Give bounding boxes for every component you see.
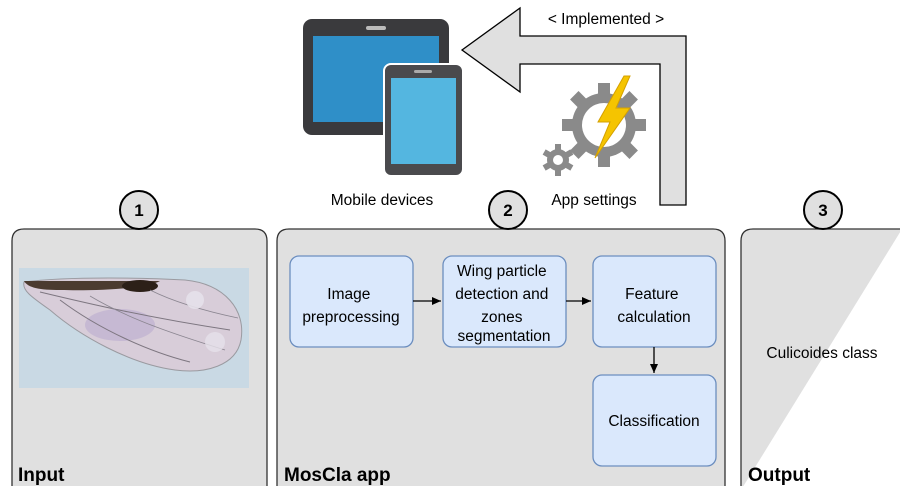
output-panel-title: Output <box>748 465 811 486</box>
culicoides-class-label: Culicoides class <box>766 345 877 362</box>
feature-calculation-label: Feature calculation <box>617 286 690 326</box>
implemented-arrow <box>460 6 687 206</box>
image-preprocessing-label: Image preprocessing <box>302 286 399 326</box>
mobile-devices-icon <box>303 19 464 177</box>
classification-label: Classification <box>608 413 699 430</box>
implemented-label: < Implemented > <box>548 11 664 28</box>
mobile-devices-label: Mobile devices <box>331 192 434 209</box>
app-panel-title: MosCla app <box>284 465 391 486</box>
insect-wing-image <box>19 268 249 388</box>
output-panel <box>740 228 900 486</box>
step-number-2: 2 <box>503 201 512 220</box>
step-number-1-circle <box>119 190 159 230</box>
step-number-2-circle <box>488 190 528 230</box>
step-number-3-circle <box>803 190 843 230</box>
step-number-3: 3 <box>818 201 827 220</box>
step-number-1: 1 <box>134 201 143 220</box>
classification-node <box>592 374 717 467</box>
wing-segmentation-label: Wing particle detection and zones segmen… <box>455 263 552 345</box>
app-settings-label: App settings <box>551 192 637 209</box>
input-panel-title: Input <box>18 465 65 486</box>
app-settings-icon <box>542 75 646 176</box>
